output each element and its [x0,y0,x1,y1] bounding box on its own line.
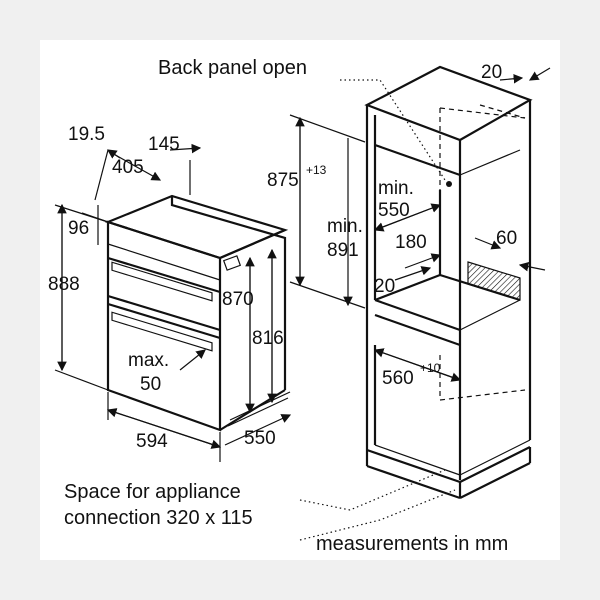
control-panel-edge [107,243,221,281]
label-dim-96: 96 [68,218,89,239]
label-dim-145: 145 [148,134,180,155]
label-min-891-b: 891 [327,240,359,261]
oven-dimensions [54,143,292,462]
label-units: measurements in mm [316,533,508,555]
label-min-891-a: min. [327,216,363,237]
label-max-50-a: max. [128,350,169,371]
diagram-canvas: Back panel open 20 19.5 145 405 875 +13 … [40,40,560,560]
label-dim-405: 405 [112,157,144,178]
upper-door-bottom [107,294,221,332]
label-dim-19-5: 19.5 [68,124,105,145]
lower-door-top [107,302,221,340]
label-min-550-b: 550 [378,200,410,221]
upper-door-top [107,256,221,294]
label-dim-888: 888 [48,274,80,295]
oven-top-face [104,194,289,260]
vent-hatch [467,261,521,301]
label-dim-875: 875 [267,170,299,191]
label-dim-20-top: 20 [481,62,502,83]
installation-diagram: Back panel open 20 19.5 145 405 875 +13 … [48,57,551,555]
control-knob [222,255,242,271]
upper-door-handle [111,261,213,302]
label-dim-816: 816 [252,328,284,349]
cabinet-dimensions [289,67,551,541]
oven-drawing [104,194,291,432]
label-max-50-b: 50 [140,374,161,395]
cabinet-drawing [364,65,533,500]
label-dim-870: 870 [222,289,254,310]
oven-back-box [170,196,287,390]
label-space-line2: connection 320 x 115 [64,507,253,529]
label-back-panel: Back panel open [158,57,307,79]
lower-door-handle [111,311,213,352]
labels: Back panel open 20 19.5 145 405 875 +13 … [48,57,517,555]
label-dim-60: 60 [496,228,517,249]
cabinet-top [364,65,533,142]
label-dim-594: 594 [136,431,168,452]
label-dim-560: 560 [382,368,414,389]
label-dim-180: 180 [395,232,427,253]
label-dim-20-mid: 20 [374,276,395,297]
label-dim-550: 550 [244,428,276,449]
label-dim-875-sup: +13 [306,163,327,177]
label-min-550-a: min. [378,178,414,199]
label-space-line1: Space for appliance [64,481,241,503]
label-dim-560-sup: +10 [420,361,441,375]
